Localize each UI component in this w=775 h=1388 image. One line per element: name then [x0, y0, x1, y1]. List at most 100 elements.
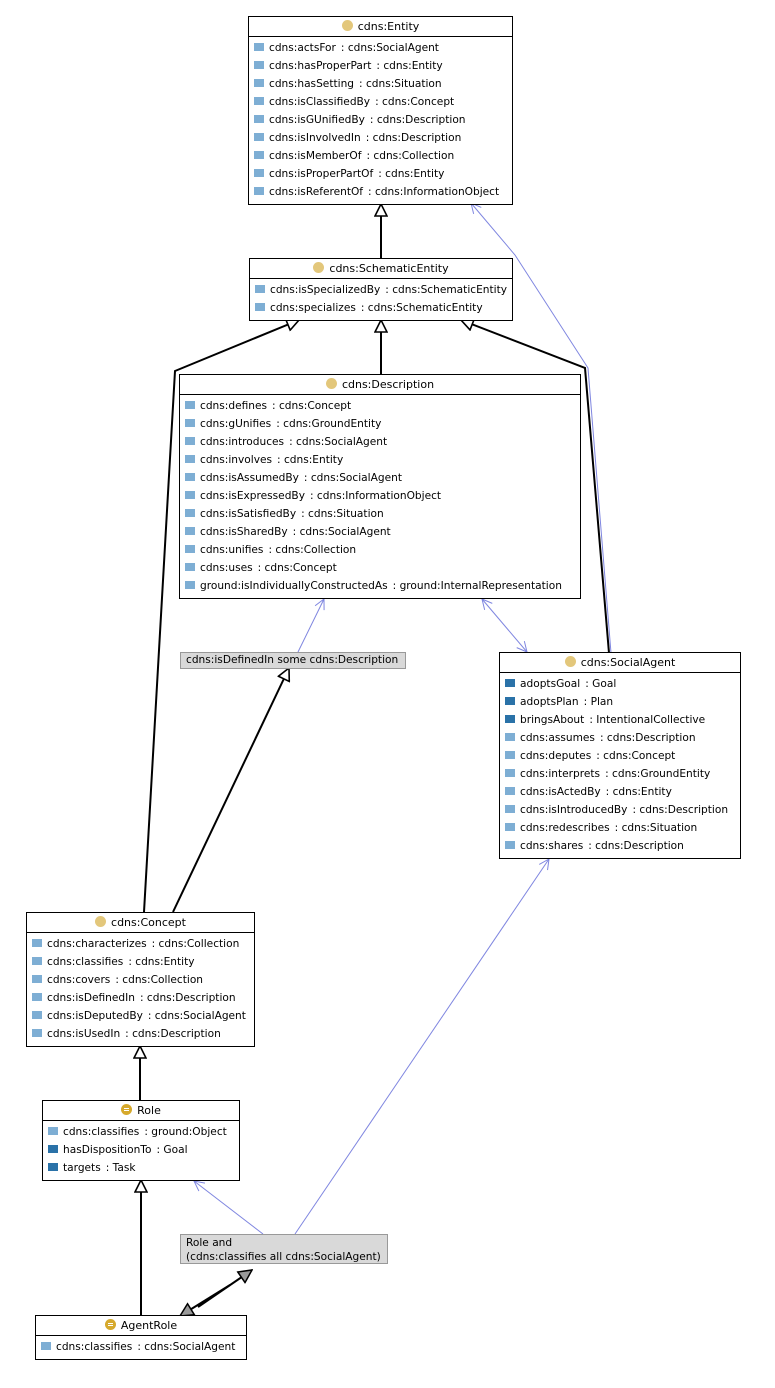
property-type: : cdns:SocialAgent [137, 1341, 236, 1353]
anonymous-class-text-line-1: Role and [186, 1237, 233, 1249]
class-agent-role[interactable]: AgentRole cdns:classifies: cdns:SocialAg… [35, 1315, 247, 1360]
object-property-icon [503, 823, 515, 831]
property-row[interactable]: cdns:interprets: cdns:GroundEntity [500, 765, 740, 783]
property-type: : cdns:Description [599, 732, 696, 744]
property-row[interactable]: cdns:classifies: ground:Object [43, 1123, 239, 1141]
property-row[interactable]: cdns:classifies: cdns:SocialAgent [36, 1338, 246, 1356]
property-row[interactable]: adoptsGoal: Goal [500, 675, 740, 693]
property-row[interactable]: cdns:isGUnifiedBy: cdns:Description [249, 111, 512, 129]
property-type: : cdns:InformationObject [309, 490, 442, 502]
property-row[interactable]: cdns:unifies: cdns:Collection [180, 541, 580, 559]
property-row[interactable]: cdns:isDefinedIn: cdns:Description [27, 989, 254, 1007]
anonymous-class-isdefinedin[interactable]: cdns:isDefinedIn some cdns:Description [180, 652, 406, 669]
object-property-icon [30, 975, 42, 983]
property-type: : cdns:SocialAgent [303, 472, 402, 484]
property-row[interactable]: cdns:isDeputedBy: cdns:SocialAgent [27, 1007, 254, 1025]
class-entity[interactable]: cdns:Entity cdns:actsFor: cdns:SocialAge… [248, 16, 513, 205]
property-type: : cdns:SchematicEntity [360, 302, 483, 314]
property-row[interactable]: cdns:isInvolvedIn: cdns:Description [249, 129, 512, 147]
property-row[interactable]: cdns:introduces: cdns:SocialAgent [180, 433, 580, 451]
property-row[interactable]: hasDispositionTo: Goal [43, 1141, 239, 1159]
class-header: cdns:Description [180, 375, 580, 395]
property-row[interactable]: cdns:specializes: cdns:SchematicEntity [250, 299, 512, 317]
property-row[interactable]: cdns:uses: cdns:Concept [180, 559, 580, 577]
object-property-icon [252, 43, 264, 51]
property-name: cdns:shares [520, 840, 584, 852]
object-property-icon [252, 115, 264, 123]
property-type: : IntentionalCollective [589, 714, 706, 726]
property-row[interactable]: cdns:isUsedIn: cdns:Description [27, 1025, 254, 1043]
property-type: : cdns:Collection [151, 938, 240, 950]
property-type: : cdns:Concept [596, 750, 676, 762]
property-row[interactable]: cdns:actsFor: cdns:SocialAgent [249, 39, 512, 57]
property-row[interactable]: cdns:isActedBy: cdns:Entity [500, 783, 740, 801]
property-name: adoptsGoal [520, 678, 581, 690]
property-name: cdns:uses [200, 562, 253, 574]
property-row[interactable]: cdns:isMemberOf: cdns:Collection [249, 147, 512, 165]
property-type: : cdns:Concept [375, 96, 455, 108]
property-row[interactable]: cdns:involves: cdns:Entity [180, 451, 580, 469]
class-circle-icon [341, 20, 353, 31]
object-property-icon [503, 733, 515, 741]
property-name: targets [63, 1162, 101, 1174]
property-name: cdns:isDeputedBy [47, 1010, 143, 1022]
property-type: : cdns:Collection [115, 974, 204, 986]
property-row[interactable]: cdns:isExpressedBy : cdns:InformationObje… [180, 487, 580, 505]
property-row[interactable]: cdns:hasSetting: cdns:Situation [249, 75, 512, 93]
property-row[interactable]: cdns:shares: cdns:Description [500, 837, 740, 855]
object-property-icon [183, 455, 195, 463]
property-name: cdns:isProperPartOf [269, 168, 374, 180]
property-type: : cdns:Entity [378, 168, 445, 180]
object-property-icon [183, 581, 195, 589]
object-property-icon [183, 401, 195, 409]
property-name: cdns:involves [200, 454, 273, 466]
property-row[interactable]: ground:isIndividuallyConstructedAs: grou… [180, 577, 580, 595]
anonymous-class-role-and[interactable]: Role and (cdns:classifies all cdns:Socia… [180, 1234, 388, 1264]
class-description[interactable]: cdns:Description cdns:defines: cdns:Conc… [179, 374, 581, 599]
property-row[interactable]: cdns:isSatisfiedBy: cdns:Situation [180, 505, 580, 523]
object-property-icon [503, 805, 515, 813]
property-type: : cdns:Collection [366, 150, 455, 162]
property-row[interactable]: cdns:classifies: cdns:Entity [27, 953, 254, 971]
object-property-icon [252, 79, 264, 87]
property-row[interactable]: cdns:hasProperPart: cdns:Entity [249, 57, 512, 75]
property-row[interactable]: cdns:covers: cdns:Collection [27, 971, 254, 989]
property-name: cdns:interprets [520, 768, 601, 780]
class-name: cdns:Description [341, 378, 435, 391]
object-property-icon [30, 939, 42, 947]
property-type: : cdns:Entity [128, 956, 195, 968]
object-property-icon [183, 509, 195, 517]
object-property-icon [503, 841, 515, 849]
property-row[interactable]: cdns:characterizes: cdns:Collection [27, 935, 254, 953]
property-row[interactable]: cdns:gUnifies: cdns:GroundEntity [180, 415, 580, 433]
property-name: cdns:isSatisfiedBy [200, 508, 297, 520]
property-row[interactable]: cdns:isIntroducedBy: cdns:Description [500, 801, 740, 819]
property-row[interactable]: cdns:deputes: cdns:Concept [500, 747, 740, 765]
class-name: AgentRole [120, 1319, 178, 1332]
property-row[interactable]: cdns:isReferentOf : cdns:InformationObjec… [249, 183, 512, 201]
class-concept[interactable]: cdns:Concept cdns:characterizes: cdns:Co… [26, 912, 255, 1047]
property-row[interactable]: cdns:isProperPartOf : cdns:Entity [249, 165, 512, 183]
property-row[interactable]: cdns:isAssumedBy: cdns:SocialAgent [180, 469, 580, 487]
object-property-icon [183, 527, 195, 535]
property-row[interactable]: cdns:assumes: cdns:Description [500, 729, 740, 747]
property-name: cdns:unifies [200, 544, 264, 556]
property-name: cdns:isReferentOf [269, 186, 364, 198]
property-type: : cdns:InformationObject [368, 186, 500, 198]
property-row[interactable]: cdns:isSpecializedBy: cdns:SchematicEnti… [250, 281, 512, 299]
property-row[interactable]: bringsAbout: IntentionalCollective [500, 711, 740, 729]
class-schematic-entity[interactable]: cdns:SchematicEntity cdns:isSpecializedB… [249, 258, 513, 321]
property-name: cdns:introduces [200, 436, 285, 448]
property-row[interactable]: adoptsPlan: Plan [500, 693, 740, 711]
property-row[interactable]: cdns:redescribes: cdns:Situation [500, 819, 740, 837]
property-row[interactable]: cdns:isSharedBy: cdns:SocialAgent [180, 523, 580, 541]
property-name: cdns:isInvolvedIn [269, 132, 361, 144]
property-row[interactable]: cdns:isClassifiedBy: cdns:Concept [249, 93, 512, 111]
property-row[interactable]: targets: Task [43, 1159, 239, 1177]
object-property-icon [252, 133, 264, 141]
property-name: cdns:isExpressedBy [200, 490, 305, 502]
property-row[interactable]: cdns:defines: cdns:Concept [180, 397, 580, 415]
